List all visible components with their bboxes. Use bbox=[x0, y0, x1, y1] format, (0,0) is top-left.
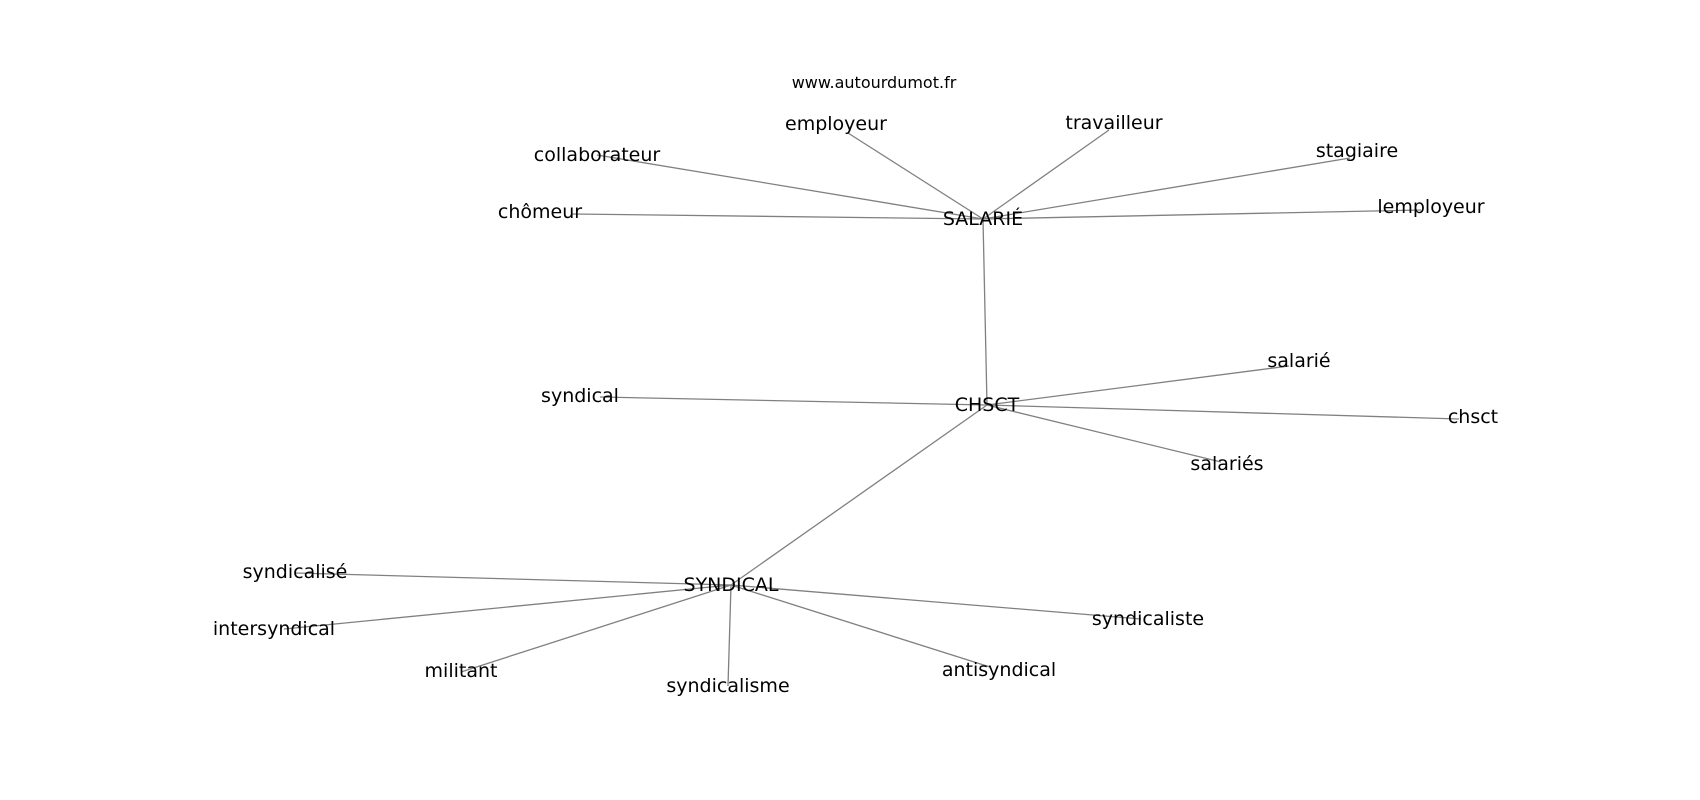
edge-salarie-hub-stagiaire bbox=[982, 157, 1351, 220]
leaf-node-chsct[interactable]: chsct bbox=[1448, 406, 1498, 428]
site-watermark: www.autourdumot.fr bbox=[792, 73, 957, 92]
leaf-node-syndicalise[interactable]: syndicalisé bbox=[243, 561, 348, 583]
graph-labels: SALARIÉ CHSCT SYNDICAL employeur travailleur… bbox=[213, 112, 1498, 697]
edge-syndical-hub-intersyndical bbox=[283, 584, 732, 630]
leaf-node-stagiaire[interactable]: stagiaire bbox=[1316, 140, 1398, 162]
graph-edges bbox=[283, 129, 1460, 687]
leaf-node-salarie[interactable]: salarié bbox=[1267, 350, 1330, 372]
leaf-node-militant[interactable]: militant bbox=[425, 660, 498, 682]
edge-chsct-hub-chsct bbox=[986, 404, 1460, 420]
edge-chsct-hub-syndical-hub bbox=[730, 404, 988, 586]
leaf-node-collaborateur[interactable]: collaborateur bbox=[534, 144, 661, 166]
edge-syndical-hub-syndicalise bbox=[294, 572, 732, 586]
edge-salarie-hub-chsct-hub bbox=[982, 218, 988, 406]
leaf-node-antisyndical[interactable]: antisyndical bbox=[942, 659, 1056, 681]
edge-salarie-hub-travailleur bbox=[982, 129, 1110, 220]
edge-chsct-hub-salarie bbox=[986, 365, 1290, 406]
leaf-node-syndical[interactable]: syndical bbox=[541, 385, 619, 407]
edge-syndical-hub-syndicaliste bbox=[730, 584, 1142, 620]
hub-node-syndical-hub[interactable]: SYNDICAL bbox=[684, 574, 779, 596]
leaf-node-chomeur[interactable]: chômeur bbox=[498, 201, 582, 223]
leaf-node-lemployeur[interactable]: lemployeur bbox=[1377, 196, 1484, 218]
leaf-node-travailleur[interactable]: travailleur bbox=[1065, 112, 1162, 134]
hub-node-salarie-hub[interactable]: SALARIÉ bbox=[943, 207, 1023, 230]
edge-salarie-hub-collaborateur bbox=[596, 154, 984, 220]
leaf-node-intersyndical[interactable]: intersyndical bbox=[213, 618, 335, 640]
edge-chsct-hub-salaries bbox=[986, 404, 1222, 463]
edge-salarie-hub-chomeur bbox=[571, 213, 984, 220]
edge-salarie-hub-employeur bbox=[847, 132, 984, 220]
edge-syndical-hub-antisyndical bbox=[730, 584, 991, 668]
leaf-node-syndicaliste[interactable]: syndicaliste bbox=[1092, 608, 1204, 630]
edge-syndical-hub-syndicalisme bbox=[727, 584, 732, 687]
leaf-node-employeur[interactable]: employeur bbox=[785, 113, 887, 135]
leaf-node-salaries[interactable]: salariés bbox=[1190, 453, 1263, 475]
leaf-node-syndicalisme[interactable]: syndicalisme bbox=[666, 675, 789, 697]
edge-chsct-hub-syndical bbox=[599, 396, 988, 406]
edge-salarie-hub-lemployeur bbox=[982, 209, 1422, 220]
edge-syndical-hub-militant bbox=[460, 584, 732, 673]
hub-node-chsct-hub[interactable]: CHSCT bbox=[955, 394, 1020, 416]
